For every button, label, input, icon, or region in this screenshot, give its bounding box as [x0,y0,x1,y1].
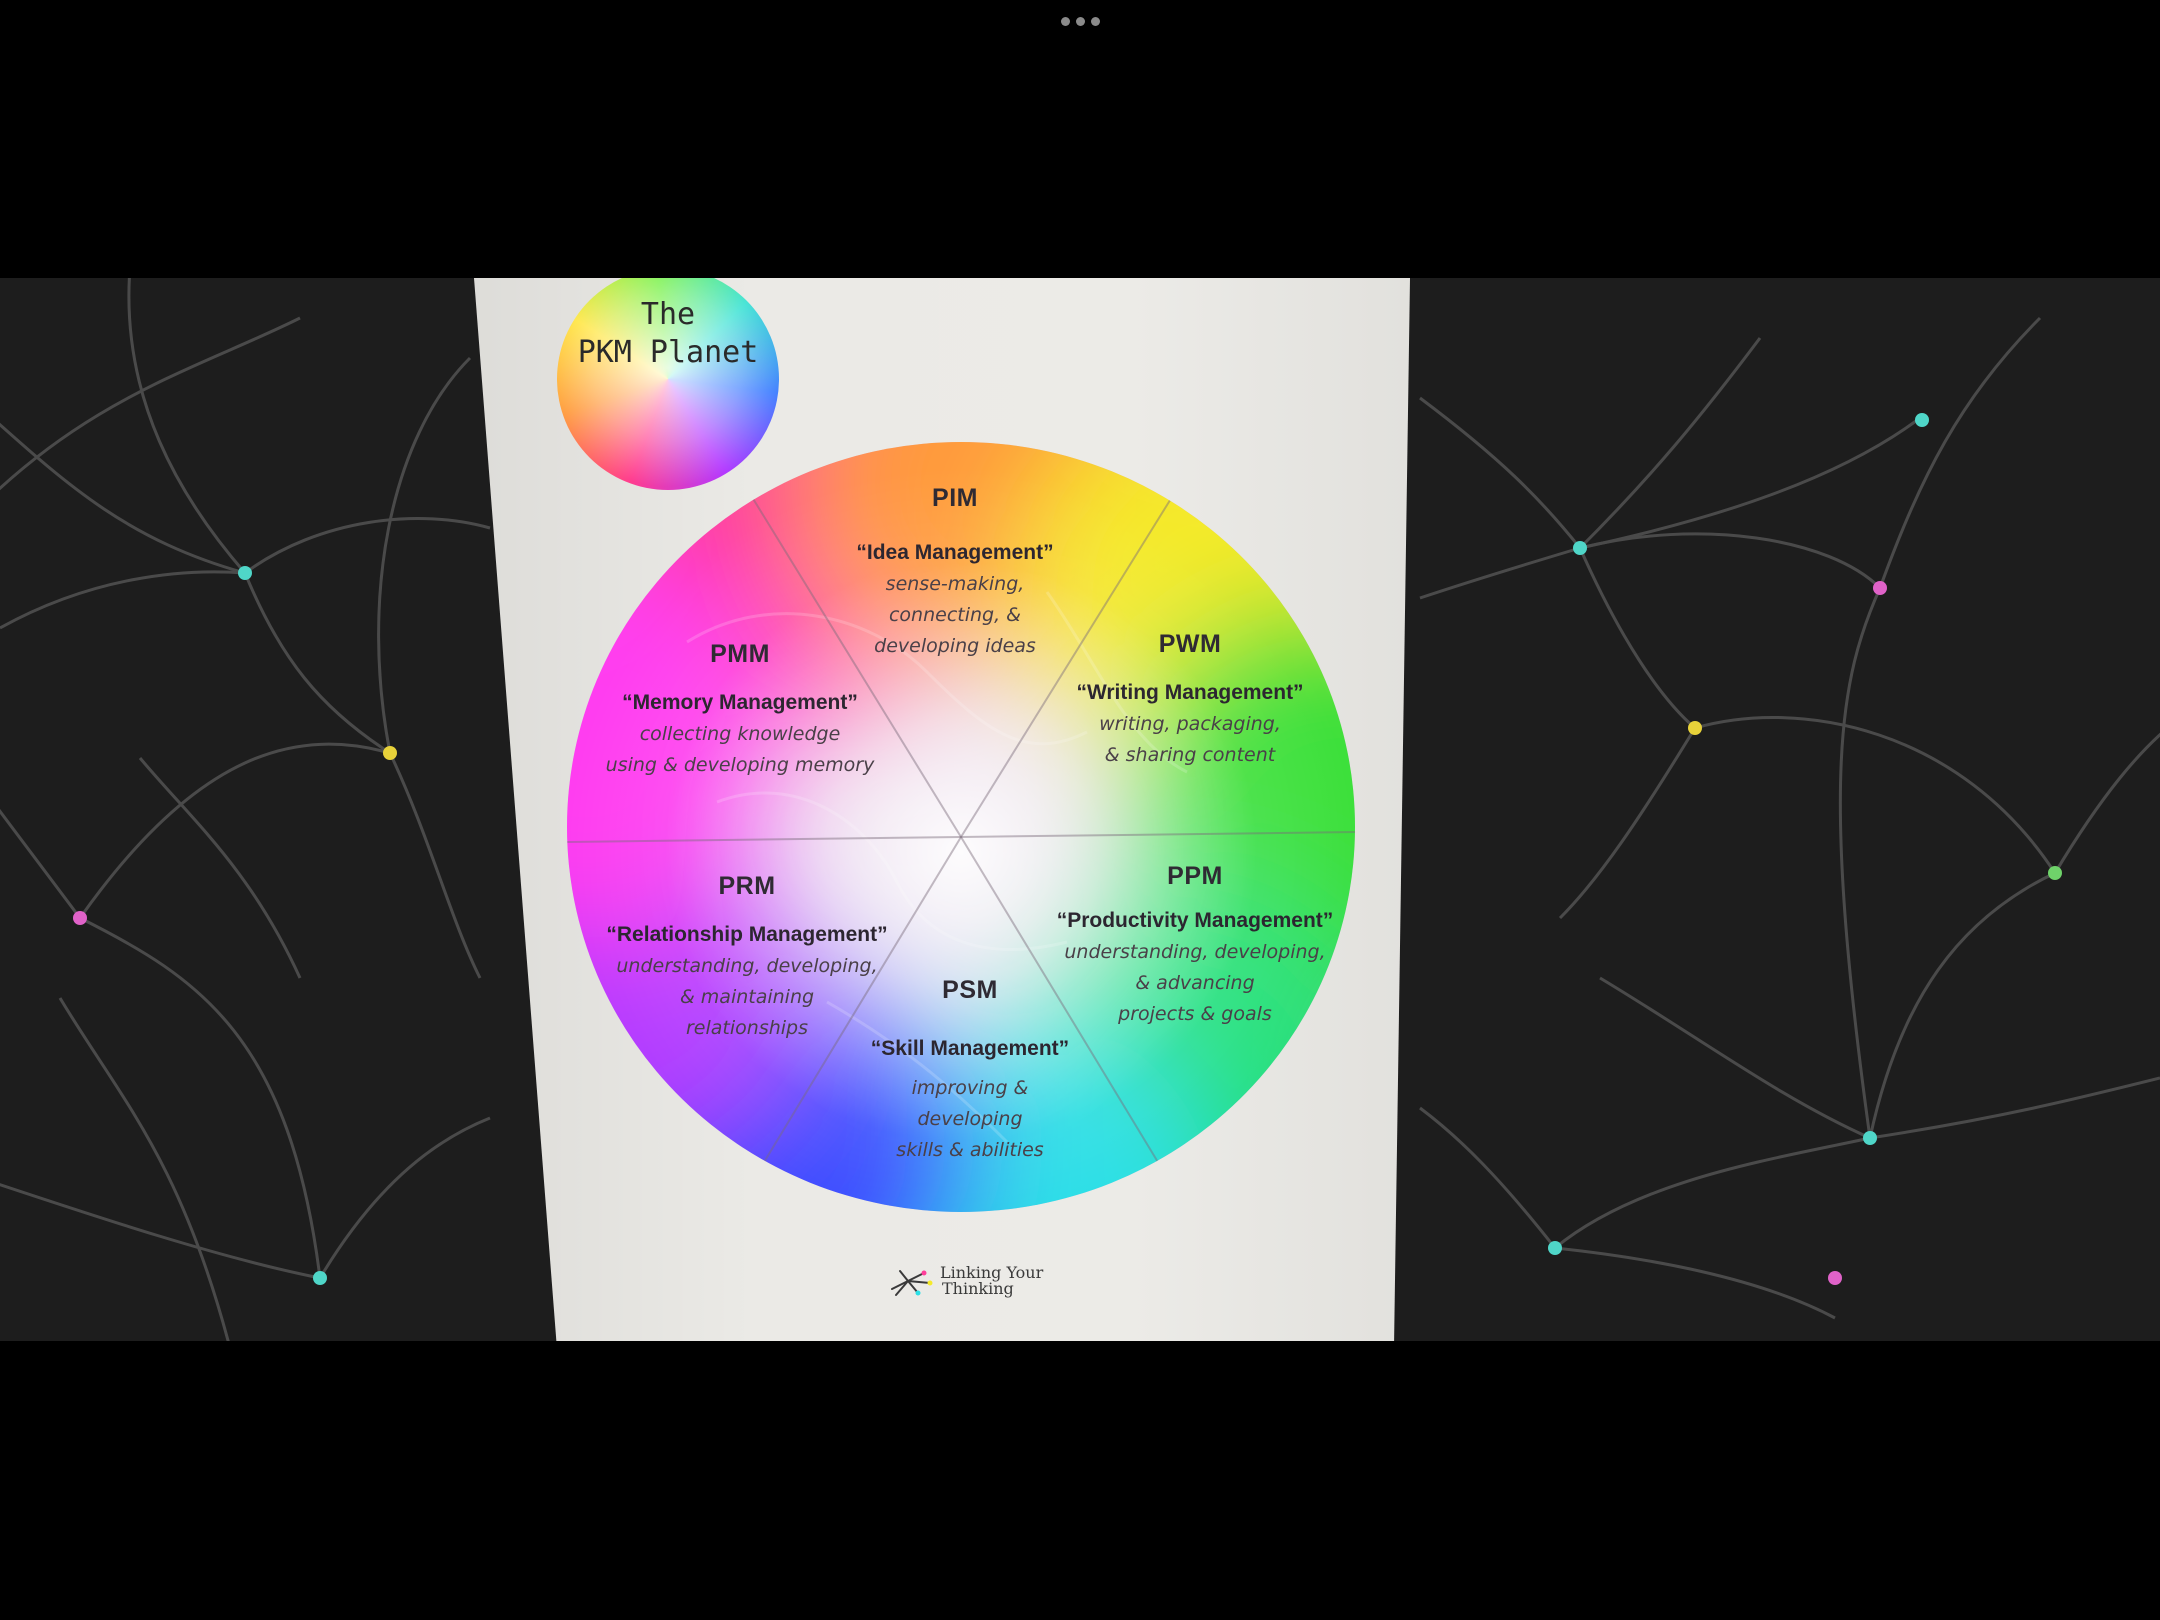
segment-ppm: PPM “Productivity Management” understand… [1040,862,1350,1030]
video-frame: The PKM Planet [0,278,2160,1341]
node-dot [1863,1131,1877,1145]
segment-pmm: PMM “Memory Management” collecting knowl… [585,640,895,781]
segment-abbr: PMM [710,640,770,668]
segment-name: “Memory Management” [622,691,858,714]
linking-your-thinking-logo: Linking Your Thinking [888,1263,1048,1303]
pkm-color-wheel [567,442,1355,1212]
segment-name: “Productivity Management” [1056,909,1334,932]
node-dot [238,566,252,580]
segment-desc: improving & developing skills & abilitie… [896,1077,1044,1161]
node-dot [383,746,397,760]
node-dot [73,911,87,925]
network-nodes [73,413,2062,1285]
segment-pim: PIM “Idea Management” sense-making, conn… [790,484,1120,662]
segment-desc: collecting knowledge using & developing … [605,723,875,776]
segment-name: “Relationship Management” [606,923,888,946]
dot [1075,16,1085,26]
planet-badge [557,278,779,490]
segment-pwm: PWM “Writing Management” writing, packag… [1040,630,1340,771]
network-logo-icon [891,1270,933,1296]
segment-abbr: PPM [1167,862,1223,890]
segment-desc: writing, packaging, & sharing content [1099,713,1281,766]
segment-desc: understanding, developing, & maintaining… [616,955,878,1039]
dot [1090,16,1100,26]
segment-psm: PSM “Skill Management” improving & devel… [820,976,1120,1166]
node-dot [1828,1271,1842,1285]
segment-abbr: PWM [1158,630,1222,658]
segment-name: “Idea Management” [856,541,1054,564]
node-dot [1573,541,1587,555]
network-background [0,278,2160,1341]
segment-prm: PRM “Relationship Management” understand… [592,872,902,1044]
segment-desc: understanding, developing, & advancing p… [1064,941,1326,1025]
dot [1060,16,1070,26]
node-dot [313,1271,327,1285]
badge-title: The PKM Planet [577,297,759,370]
segment-name: “Writing Management” [1076,681,1304,704]
node-dot [1688,721,1702,735]
segment-name: “Skill Management” [870,1037,1070,1060]
segment-abbr: PSM [942,976,998,1004]
node-dot [1548,1241,1562,1255]
node-dot [1915,413,1929,427]
node-dot [1873,581,1887,595]
segment-abbr: PIM [932,484,978,512]
more-options-icon[interactable] [1058,14,1102,28]
segment-abbr: PRM [718,872,776,900]
node-dot [2048,866,2062,880]
segment-desc: sense-making, connecting, & developing i… [874,573,1036,657]
